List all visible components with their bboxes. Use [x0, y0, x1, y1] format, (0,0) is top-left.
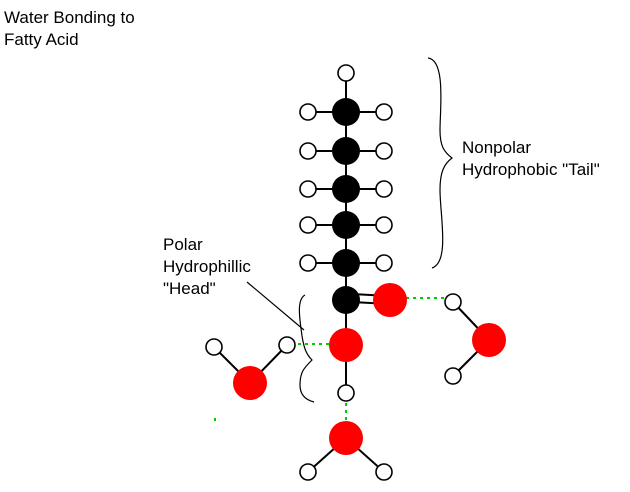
hydroxyl-hydrogen-atom: [337, 384, 355, 402]
hydrogen-atom: [299, 180, 317, 198]
oxygen-atoms: [233, 283, 506, 455]
carbon-atom: [332, 175, 360, 203]
head-label-line-3: "Head": [163, 279, 216, 298]
carbon-atom: [332, 98, 360, 126]
tail-label-line-1: Nonpolar: [462, 138, 531, 157]
water-hydrogen-atom: [375, 463, 393, 481]
hydrogen-atoms: [205, 64, 462, 481]
hydrogen-atom: [299, 254, 317, 272]
hydrogen-atom: [375, 254, 393, 272]
hydrogen-atom: [375, 180, 393, 198]
hydrogen-atom: [299, 142, 317, 160]
carbonyl-oxygen-atom: [373, 283, 407, 317]
head-brace: [298, 294, 315, 403]
hydrogen-atom: [375, 142, 393, 160]
diagram-title: Water Bonding to Fatty Acid: [4, 7, 135, 51]
head-label-line-2: Hydrophillic: [163, 257, 251, 276]
title-line-2: Fatty Acid: [4, 30, 79, 49]
water-hydrogen-atom: [444, 367, 462, 385]
carbon-atom: [332, 286, 360, 314]
water-hydrogen-atom: [444, 293, 462, 311]
tail-label: Nonpolar Hydrophobic "Tail": [462, 137, 600, 181]
head-leader-line: [246, 281, 305, 331]
water-oxygen-atom: [472, 323, 506, 357]
water-hydrogen-atom: [299, 463, 317, 481]
title-line-1: Water Bonding to: [4, 8, 135, 27]
hydroxyl-oxygen-atom: [329, 328, 363, 362]
hydrogen-atom: [375, 216, 393, 234]
head-label: Polar Hydrophillic "Head": [163, 234, 251, 300]
carbon-atoms: [332, 98, 360, 314]
carbon-atom: [332, 211, 360, 239]
water-oxygen-atom: [233, 366, 267, 400]
tail-label-line-2: Hydrophobic "Tail": [462, 160, 600, 179]
head-label-line-1: Polar: [163, 235, 203, 254]
hydrogen-bonds: [214, 297, 445, 421]
water-hydrogen-atom: [278, 336, 296, 354]
tail-brace: [427, 57, 453, 269]
carbon-atom: [332, 137, 360, 165]
water-hydrogen-atom: [205, 338, 223, 356]
hydrogen-atom: [299, 103, 317, 121]
hydrogen-atom: [375, 103, 393, 121]
carbon-atom: [332, 249, 360, 277]
hydrogen-atom: [337, 64, 355, 82]
hydrogen-atom: [299, 216, 317, 234]
annotations: [246, 57, 453, 403]
water-oxygen-atom: [329, 421, 363, 455]
